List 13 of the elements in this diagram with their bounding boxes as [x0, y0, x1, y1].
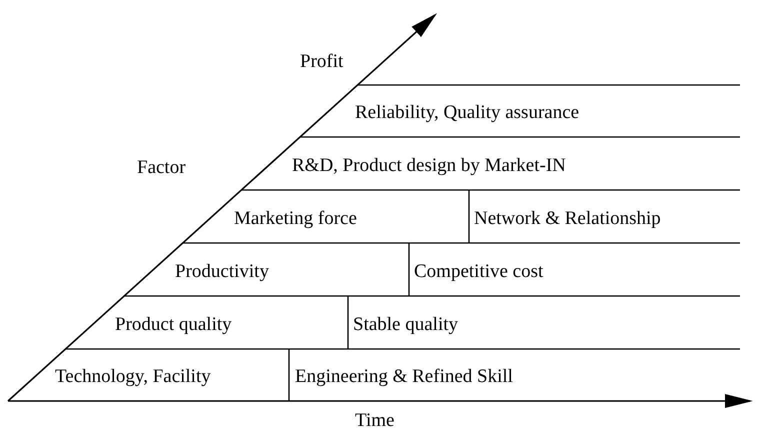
stage-cell-text: Engineering & Refined Skill — [295, 365, 513, 389]
axis-label: Time — [355, 409, 394, 433]
stage-cell-text: Productivity — [175, 260, 269, 284]
stage-cell-text: R&D, Product design by Market-IN — [292, 154, 566, 178]
stage-cell-text: Profit — [300, 50, 344, 74]
stage-cell-text: Marketing force — [234, 207, 357, 231]
stage-cell-text: Product quality — [115, 313, 232, 337]
stage-cell-text: Stable quality — [353, 313, 458, 337]
stage-cell-text: Reliability, Quality assurance — [355, 101, 580, 125]
stage-cell-text: Competitive cost — [414, 260, 544, 284]
stage-cell-text: Network & Relationship — [474, 207, 661, 231]
stage-cell-text: Technology, Facility — [55, 365, 211, 389]
axis-label: Factor — [137, 156, 186, 180]
